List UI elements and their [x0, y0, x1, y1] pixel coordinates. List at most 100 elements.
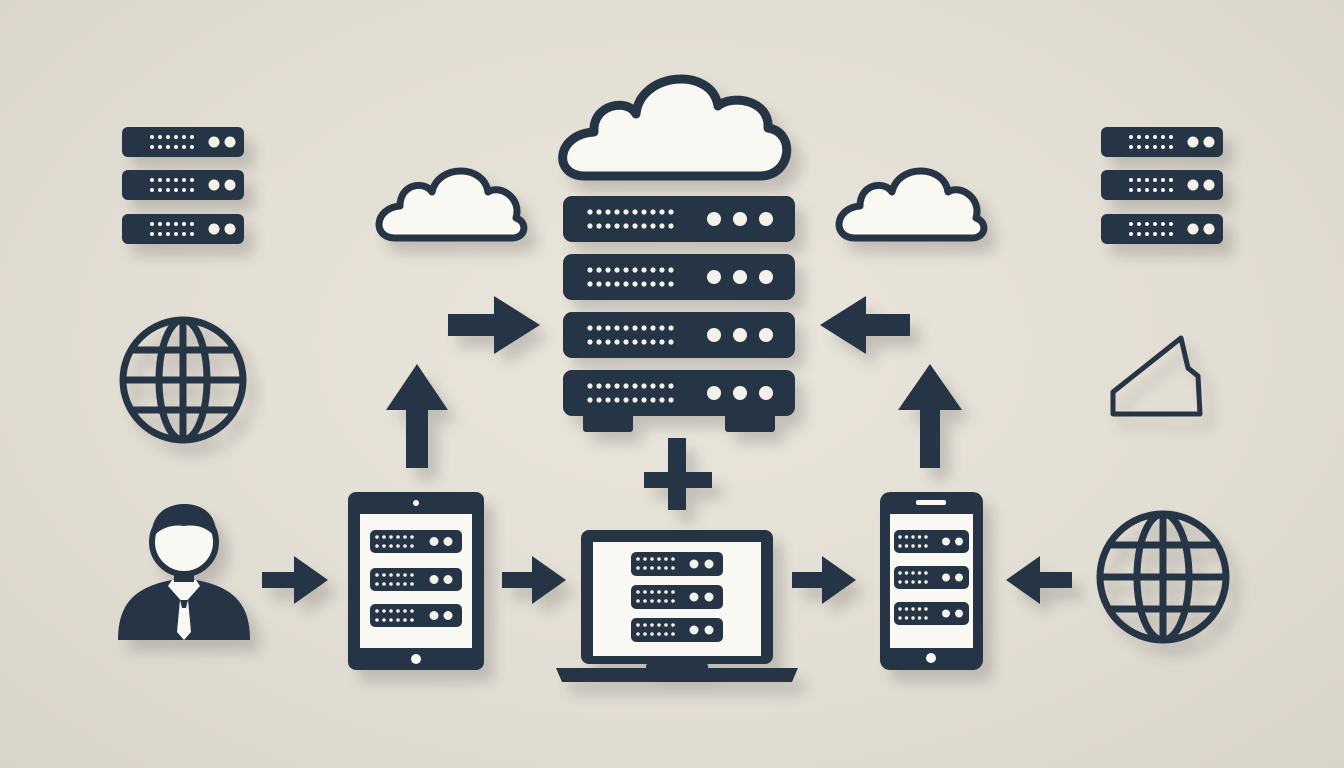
indicator-dot [671, 632, 675, 636]
indicator-dot [1161, 222, 1165, 226]
status-led [1187, 179, 1199, 191]
indicator-dot [375, 618, 379, 622]
status-led [1203, 136, 1215, 148]
indicator-dot [898, 580, 902, 584]
indicator-dot [664, 599, 668, 603]
indicator-dot [1153, 188, 1157, 192]
indicator-dot [190, 232, 194, 236]
indicator-dot [623, 383, 629, 389]
indicator-dot [166, 178, 170, 182]
indicator-dot [605, 383, 611, 389]
indicator-dot [898, 535, 902, 539]
status-led [759, 386, 773, 400]
indicator-dot [614, 397, 620, 403]
indicator-dot [182, 178, 186, 182]
indicator-dot [158, 178, 162, 182]
indicator-dot [641, 267, 647, 273]
indicator-dot [898, 544, 902, 548]
indicator-dot [182, 232, 186, 236]
indicator-dot [911, 544, 915, 548]
indicator-dot [389, 573, 393, 577]
indicator-dot [1145, 145, 1149, 149]
indicator-dot [924, 544, 928, 548]
indicator-dot [1169, 178, 1173, 182]
indicator-dot [650, 397, 656, 403]
laptop-icon [556, 530, 798, 682]
indicator-dot [605, 209, 611, 215]
indicator-dot [190, 188, 194, 192]
indicator-dot [643, 632, 647, 636]
outline-shape-icon [1110, 335, 1203, 417]
indicator-dot [614, 209, 620, 215]
indicator-dot [623, 223, 629, 229]
indicator-dot [641, 325, 647, 331]
indicator-dot [1137, 178, 1141, 182]
indicator-dot [659, 223, 665, 229]
status-led [707, 270, 721, 284]
status-led [942, 537, 950, 546]
server-unit [1101, 214, 1223, 244]
indicator-dot [396, 573, 400, 577]
arrow-left-icon [1006, 556, 1072, 604]
indicator-dot [596, 209, 602, 215]
indicator-dot [911, 580, 915, 584]
indicator-dot [657, 623, 661, 627]
indicator-dot [1169, 232, 1173, 236]
indicator-dot [623, 267, 629, 273]
indicator-dot [632, 325, 638, 331]
indicator-dot [643, 566, 647, 570]
indicator-dot [659, 209, 665, 215]
indicator-dot [650, 223, 656, 229]
indicator-dot [917, 616, 922, 620]
indicator-dot [659, 339, 665, 345]
status-led [955, 573, 963, 582]
indicator-dot [614, 281, 620, 287]
indicator-dot [632, 223, 638, 229]
status-led [704, 625, 714, 635]
indicator-dot [410, 609, 414, 613]
indicator-dot [641, 281, 647, 287]
indicator-dot [587, 397, 593, 403]
indicator-dot [1137, 145, 1141, 149]
indicator-dot [641, 397, 647, 403]
indicator-dot [623, 325, 629, 331]
indicator-dot [190, 135, 194, 139]
indicator-dot [650, 599, 654, 603]
indicator-dot [898, 607, 902, 611]
indicator-dot [382, 609, 386, 613]
indicator-dot [174, 232, 178, 236]
indicator-dot [659, 383, 665, 389]
status-led [689, 592, 699, 602]
status-led [224, 223, 236, 235]
central-server-stack [563, 196, 795, 432]
indicator-dot [166, 188, 170, 192]
indicator-dot [643, 623, 647, 627]
indicator-dot [605, 267, 611, 273]
indicator-dot [1161, 135, 1165, 139]
indicator-dot [596, 383, 602, 389]
indicator-dot [174, 188, 178, 192]
status-led [1187, 136, 1199, 148]
indicator-dot [166, 232, 170, 236]
server-unit [631, 552, 723, 576]
indicator-dot [1153, 222, 1157, 226]
indicator-dot [664, 623, 668, 627]
indicator-dot [1137, 188, 1141, 192]
indicator-dot [375, 609, 379, 613]
indicator-dot [632, 281, 638, 287]
arrow-left-icon [820, 296, 910, 354]
indicator-dot [596, 339, 602, 345]
indicator-dot [605, 397, 611, 403]
server-unit [370, 604, 462, 627]
indicator-dot [668, 267, 674, 273]
indicator-dot [410, 618, 414, 622]
status-led [443, 611, 453, 620]
indicator-dot [605, 339, 611, 345]
indicator-dot [150, 178, 154, 182]
indicator-dot [1153, 178, 1157, 182]
indicator-dot [904, 535, 909, 539]
right-cloud-icon [835, 167, 988, 242]
indicator-dot [636, 599, 640, 603]
indicator-dot [596, 267, 602, 273]
